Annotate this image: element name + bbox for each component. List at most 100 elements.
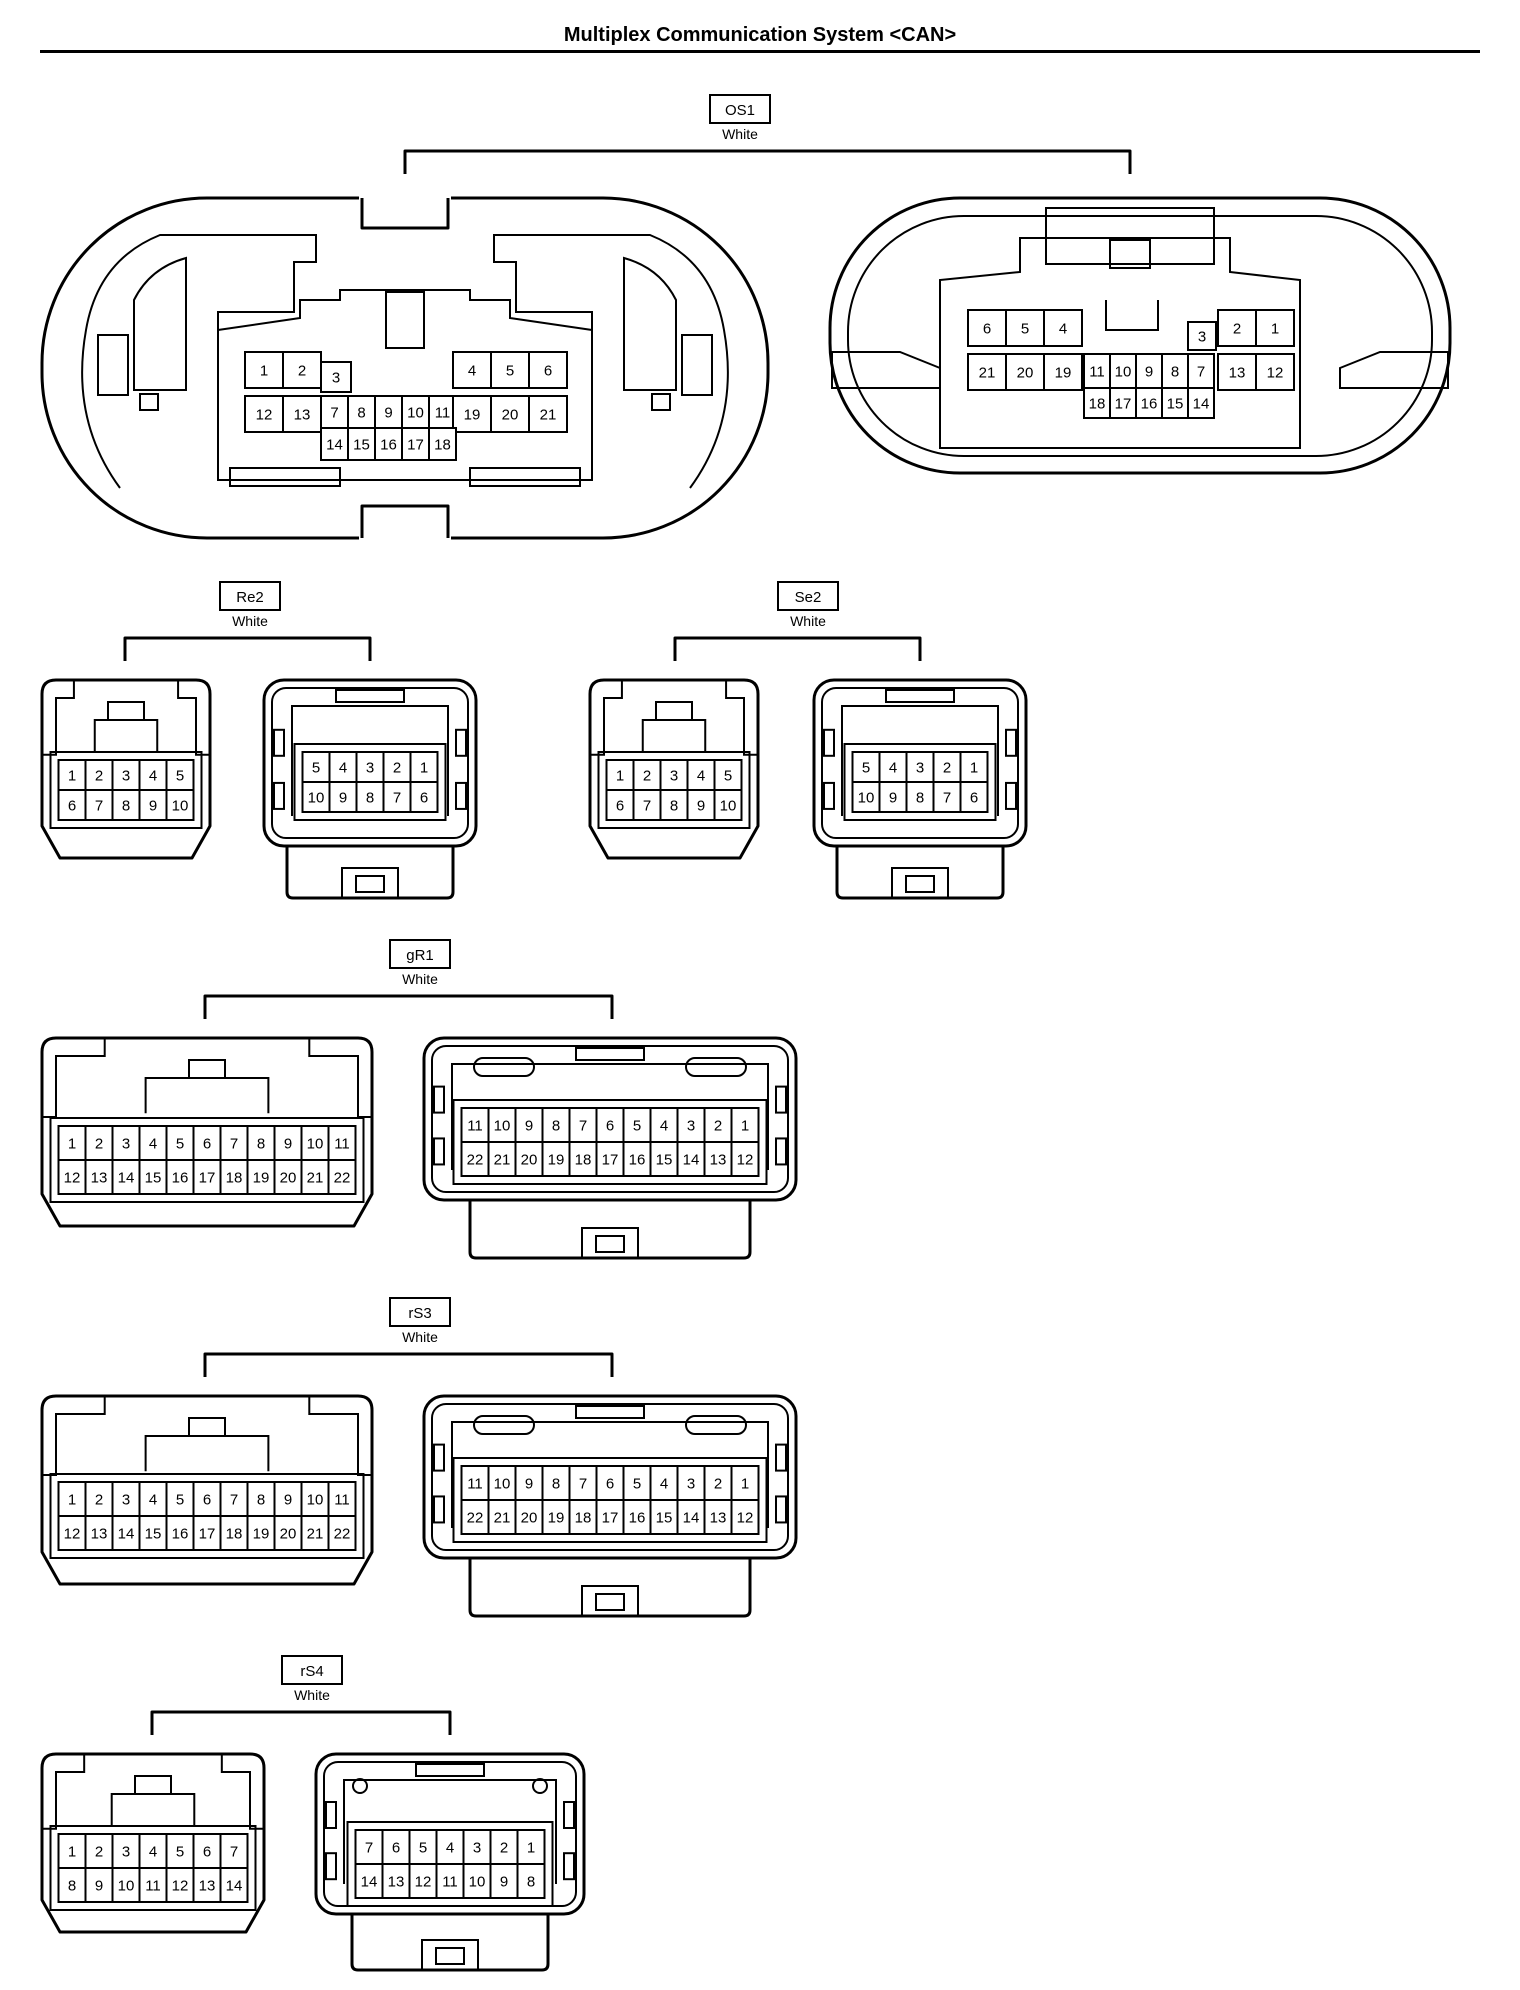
pin-number: 3 xyxy=(122,1843,130,1860)
female-notch-mask xyxy=(359,193,451,231)
pin-number: 10 xyxy=(307,1135,324,1152)
pin-number: 7 xyxy=(230,1135,238,1152)
pin-cell xyxy=(219,1125,249,1161)
pin-cell xyxy=(428,427,457,461)
pin-number: 5 xyxy=(312,759,320,776)
female-latch xyxy=(107,701,145,721)
female-key xyxy=(144,1435,270,1472)
pin-cell xyxy=(528,351,568,389)
male-inner-wall xyxy=(451,1063,769,1170)
pin-cell xyxy=(568,1499,598,1535)
female-pin-frame xyxy=(49,1825,257,1911)
pin-number: 5 xyxy=(176,1843,184,1860)
pin-number: 10 xyxy=(469,1873,486,1890)
pin-number: 8 xyxy=(357,404,365,421)
pin-cell xyxy=(514,1465,544,1501)
pin-cell xyxy=(622,1465,652,1501)
pin-number: 6 xyxy=(203,1491,211,1508)
pin-number: 22 xyxy=(334,1525,351,1542)
female-housing xyxy=(40,1036,374,1228)
pin-number: 17 xyxy=(1115,395,1132,412)
pin-number: 5 xyxy=(1021,320,1029,337)
pin-number: 20 xyxy=(502,406,519,423)
pin-cell xyxy=(381,1863,411,1899)
female-pin-frame xyxy=(49,751,203,829)
lock-clip-tab xyxy=(355,875,385,893)
male-side-rib xyxy=(1005,728,1017,757)
connector-color: White xyxy=(790,613,826,629)
male-side-rib xyxy=(775,1443,787,1472)
pin-number: 21 xyxy=(979,364,996,381)
pin-number: 9 xyxy=(525,1117,533,1134)
pin-cell xyxy=(686,789,716,821)
pin-number: 7 xyxy=(365,1839,373,1856)
pin-number: 15 xyxy=(1167,395,1184,412)
lock-clip-tab xyxy=(595,1593,625,1611)
pin-number: 3 xyxy=(687,1475,695,1492)
pin-cell xyxy=(355,781,385,813)
female-pin-well xyxy=(217,289,593,481)
male-side-rib xyxy=(823,781,835,810)
pin-number: 6 xyxy=(203,1135,211,1152)
pin-number: 21 xyxy=(540,406,557,423)
pin-number: 13 xyxy=(91,1525,108,1542)
pin-cell xyxy=(462,1863,492,1899)
pin-number: 10 xyxy=(118,1877,135,1894)
pin-number: 5 xyxy=(633,1117,641,1134)
pin-cell xyxy=(516,1829,546,1865)
male-side-rib xyxy=(273,728,285,757)
pin-number: 8 xyxy=(552,1475,560,1492)
pin-number: 9 xyxy=(339,789,347,806)
pin-cell xyxy=(192,1867,222,1903)
pin-number: 2 xyxy=(95,1491,103,1508)
bracket-line xyxy=(673,636,922,661)
title-rule xyxy=(40,50,1480,53)
pin-cell xyxy=(514,1499,544,1535)
male-key-slot xyxy=(575,1405,645,1419)
pin-number: 4 xyxy=(339,759,347,776)
pin-number: 6 xyxy=(544,362,552,379)
male-top-latch xyxy=(1045,207,1215,265)
pin-number: 20 xyxy=(280,1169,297,1186)
pin-cell xyxy=(57,759,87,791)
pin-number: 16 xyxy=(1141,395,1158,412)
pin-number: 10 xyxy=(494,1117,511,1134)
female-right-block xyxy=(681,334,713,396)
pin-cell xyxy=(111,1515,141,1551)
pin-cell xyxy=(1255,353,1295,391)
pin-number: 12 xyxy=(737,1509,754,1526)
pin-cell xyxy=(382,781,412,813)
pin-number: 3 xyxy=(916,759,924,776)
pin-number: 21 xyxy=(494,1509,511,1526)
pin-number: 10 xyxy=(1115,363,1132,380)
pin-number: 7 xyxy=(330,404,338,421)
female-left-cavity xyxy=(133,256,187,391)
female-left-wall xyxy=(81,234,317,489)
male-housing-inner xyxy=(431,1403,789,1551)
pin-number: 6 xyxy=(606,1475,614,1492)
pin-cell xyxy=(487,1499,517,1535)
pin-cell xyxy=(138,1833,168,1869)
female-left-block xyxy=(97,334,129,396)
pin-number: 11 xyxy=(467,1475,483,1492)
pin-number: 5 xyxy=(176,1135,184,1152)
pin-number: 3 xyxy=(670,767,678,784)
pin-number: 8 xyxy=(257,1135,265,1152)
pin-number: 6 xyxy=(420,789,428,806)
pin-cell xyxy=(282,351,322,389)
pin-cell xyxy=(138,1159,168,1195)
pin-number: 8 xyxy=(68,1877,76,1894)
female-key xyxy=(93,719,159,752)
connector-code: OS1 xyxy=(725,102,755,119)
female-center-key xyxy=(385,291,425,349)
pin-cell xyxy=(528,395,568,433)
lock-tab xyxy=(350,1914,550,1972)
female-latch xyxy=(188,1059,226,1079)
pin-number: 17 xyxy=(602,1151,619,1168)
pin-number: 13 xyxy=(388,1873,405,1890)
pin-number: 2 xyxy=(393,759,401,776)
pin-cell xyxy=(676,1141,706,1177)
male-key-slot xyxy=(575,1047,645,1061)
